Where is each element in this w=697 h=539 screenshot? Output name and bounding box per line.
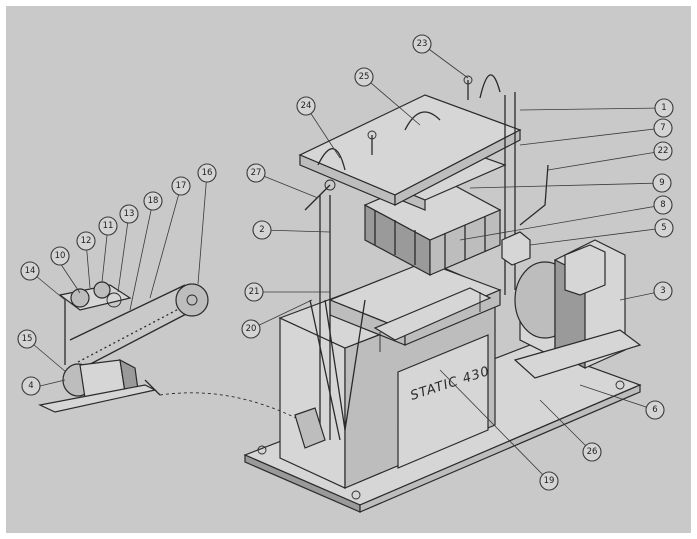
callout-2: 2 [252, 220, 272, 240]
callout-18: 18 [143, 191, 163, 211]
svg-text:20: 20 [246, 324, 257, 334]
svg-text:24: 24 [301, 101, 312, 111]
callout-14: 14 [20, 261, 40, 281]
leader-lines [26, 43, 665, 482]
callout-8: 8 [653, 195, 673, 215]
svg-text:12: 12 [81, 236, 92, 246]
callout-23: 23 [412, 34, 432, 54]
callout-15: 15 [17, 329, 37, 349]
svg-text:23: 23 [417, 39, 428, 49]
svg-text:17: 17 [176, 181, 187, 191]
press-body [298, 74, 522, 352]
callout-10: 10 [50, 246, 70, 266]
svg-text:19: 19 [544, 476, 555, 486]
callout-13: 13 [119, 204, 139, 224]
svg-text:15: 15 [22, 334, 33, 344]
callout-25: 25 [354, 67, 374, 87]
callout-5: 5 [654, 218, 674, 238]
callout-19: 19 [539, 471, 559, 491]
svg-text:5: 5 [661, 223, 666, 233]
svg-text:8: 8 [660, 200, 665, 210]
svg-text:27: 27 [251, 168, 262, 178]
svg-text:13: 13 [124, 209, 135, 219]
callout-24: 24 [296, 96, 316, 116]
svg-text:2: 2 [259, 225, 264, 235]
svg-text:1: 1 [661, 103, 666, 113]
callout-7: 7 [653, 118, 673, 138]
svg-text:3: 3 [660, 286, 665, 296]
callout-16: 16 [197, 163, 217, 183]
callout-6: 6 [645, 400, 665, 420]
callout-9: 9 [652, 173, 672, 193]
svg-text:4: 4 [28, 381, 33, 391]
callout-27: 27 [246, 163, 266, 183]
callout-21: 21 [244, 282, 264, 302]
callout-4: 4 [21, 376, 41, 396]
svg-text:11: 11 [103, 221, 114, 231]
callout-26: 26 [582, 442, 602, 462]
lower-cabinet [278, 261, 497, 489]
svg-text:16: 16 [202, 168, 213, 178]
svg-text:9: 9 [659, 178, 664, 188]
callout-11: 11 [98, 216, 118, 236]
callout-17: 17 [171, 176, 191, 196]
svg-text:7: 7 [660, 123, 665, 133]
svg-text:26: 26 [587, 447, 598, 457]
svg-text:18: 18 [148, 196, 159, 206]
callout-3: 3 [653, 281, 673, 301]
svg-text:25: 25 [359, 72, 370, 82]
electric-motor [501, 231, 642, 379]
callout-22: 22 [653, 141, 673, 161]
callout-12: 12 [76, 231, 96, 251]
svg-text:14: 14 [25, 266, 36, 276]
svg-text:21: 21 [249, 287, 260, 297]
svg-text:22: 22 [658, 146, 669, 156]
callout-20: 20 [241, 319, 261, 339]
svg-text:6: 6 [652, 405, 657, 415]
svg-text:10: 10 [55, 251, 66, 261]
belt-drive-assembly [38, 281, 326, 449]
callout-1: 1 [654, 98, 674, 118]
